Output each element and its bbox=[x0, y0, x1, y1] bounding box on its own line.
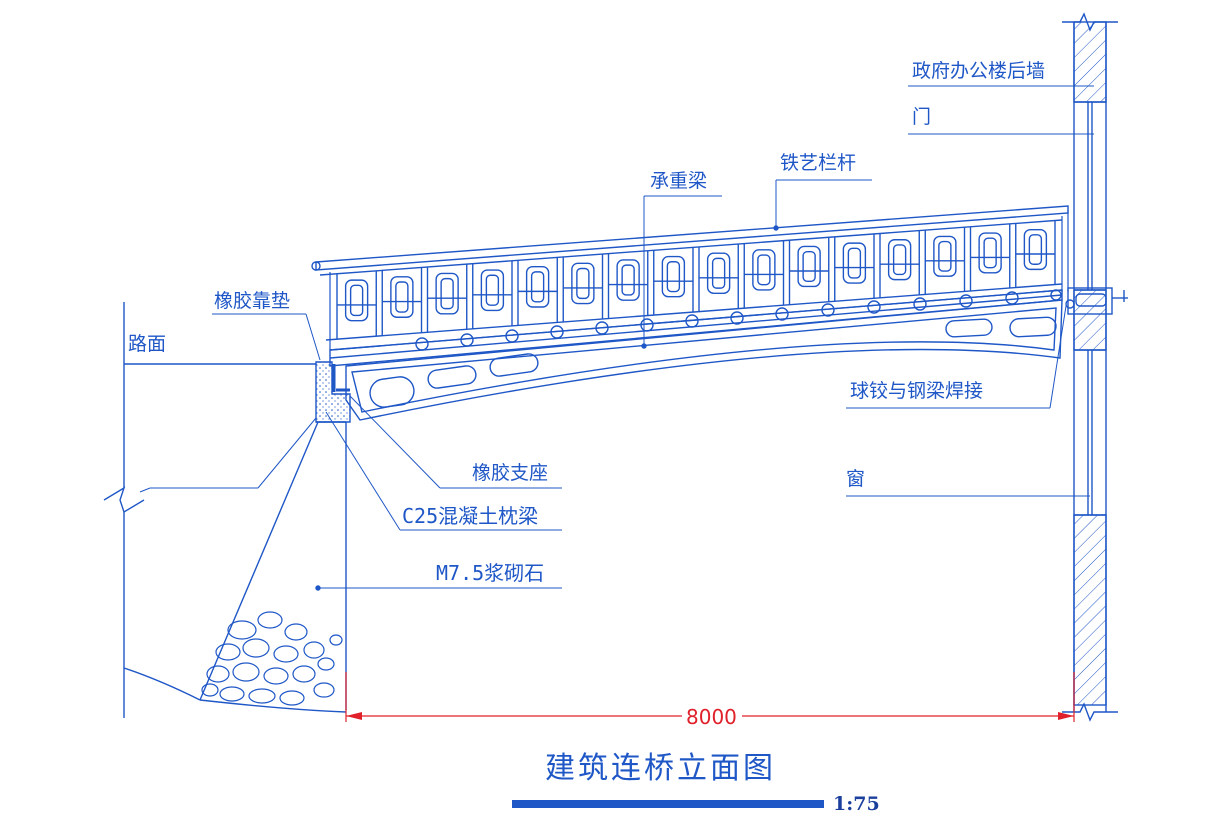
railing-panel-inner bbox=[530, 271, 545, 303]
railing-panel-ring bbox=[1023, 228, 1048, 271]
railing-panel-ring bbox=[797, 245, 821, 288]
railing-panel-ring bbox=[616, 259, 640, 301]
label-window: 窗 bbox=[846, 468, 866, 490]
dimension-span-text: 8000 bbox=[686, 705, 737, 729]
railing-panel-inner bbox=[938, 240, 952, 272]
steel-railing bbox=[311, 205, 1069, 350]
railing-panel-ring bbox=[887, 239, 912, 281]
railing-panel-inner bbox=[757, 254, 771, 286]
railing-panel-inner bbox=[576, 267, 590, 300]
railing-panel-inner bbox=[892, 244, 907, 276]
railing-panel-ring bbox=[344, 279, 369, 322]
railing-panel-ring bbox=[435, 272, 459, 315]
railing-panel-ring bbox=[933, 235, 957, 277]
railing-panel-ring bbox=[978, 232, 1002, 274]
railing-panel-ring bbox=[571, 262, 595, 305]
label-door: 门 bbox=[912, 106, 932, 128]
railing-panel-ring bbox=[842, 242, 867, 284]
label-bearing-beam: 承重梁 bbox=[650, 170, 708, 192]
rubble-stones bbox=[201, 611, 343, 706]
bearing-girder bbox=[345, 299, 1063, 421]
title-underline bbox=[512, 800, 824, 808]
label-c25-sleeper-beam: C25混凝土枕梁 bbox=[402, 504, 539, 528]
railing-panel-inner bbox=[349, 284, 364, 317]
government-wall bbox=[1062, 12, 1118, 722]
railing-panel-inner bbox=[1028, 234, 1043, 265]
railing-panel-ring bbox=[752, 249, 776, 291]
label-rubber-pad: 橡胶靠垫 bbox=[214, 290, 291, 312]
railing-panel-inner bbox=[621, 264, 635, 296]
label-government-wall: 政府办公楼后墙 bbox=[912, 60, 1046, 82]
ball-hinge-support bbox=[1065, 287, 1128, 315]
railing-panel-inner bbox=[485, 274, 500, 306]
railing-panel-inner bbox=[395, 281, 409, 313]
railing-panel-inner bbox=[983, 237, 997, 269]
railing-panel-inner bbox=[847, 247, 862, 279]
label-m75-masonry: M7.5浆砌石 bbox=[436, 561, 545, 585]
railing-panel-inner bbox=[666, 261, 681, 293]
railing-panel-ring bbox=[480, 269, 505, 312]
bridge-deck bbox=[329, 289, 1063, 367]
span-dimension bbox=[345, 672, 1075, 722]
drawing-scale: 1:75 bbox=[833, 793, 880, 815]
railing-panel-ring bbox=[525, 265, 550, 308]
label-road-surface: 路面 bbox=[128, 333, 167, 355]
label-ball-hinge: 球铰与钢梁焊接 bbox=[850, 380, 984, 402]
railing-panel-ring bbox=[706, 252, 731, 295]
leader-lines bbox=[124, 85, 1094, 589]
railing-panel-ring bbox=[390, 276, 414, 318]
label-steel-railing: 铁艺栏杆 bbox=[780, 152, 857, 174]
railing-panel-ring bbox=[661, 255, 686, 298]
railing-panel-inner bbox=[711, 257, 726, 289]
drawing-title: 建筑连桥立面图 bbox=[545, 751, 776, 786]
railing-panel-inner bbox=[440, 277, 454, 310]
railing-panel-inner bbox=[802, 250, 816, 283]
label-rubber-bearing: 橡胶支座 bbox=[472, 462, 549, 484]
